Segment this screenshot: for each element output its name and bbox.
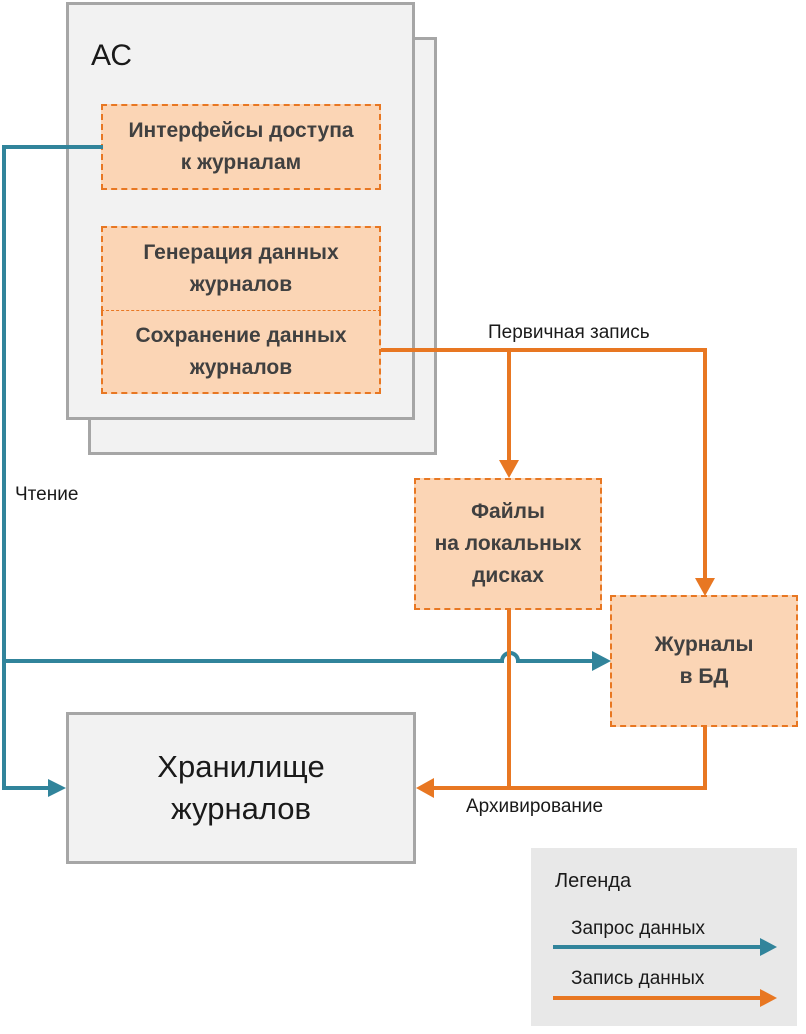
db-logs-node[interactable]: Журналы в БД <box>610 595 798 727</box>
legend-request-label: Запрос данных <box>571 918 706 939</box>
access-interfaces-node[interactable]: Интерфейсы доступа к журналам <box>101 104 381 190</box>
legend-write-label: Запись данных <box>571 968 705 989</box>
archive-arrow-storage <box>416 778 434 798</box>
primary-write-path <box>381 348 707 790</box>
read-arrow-storage <box>48 779 66 797</box>
write-arrow-files <box>499 460 519 478</box>
primary-write-label: Первичная запись <box>488 322 650 343</box>
read-arrow-db <box>592 651 611 671</box>
write-arrow-db <box>695 578 715 596</box>
local-files-node[interactable]: Файлы на локальных дисках <box>414 478 602 610</box>
log-saving-node[interactable]: Сохранение данных журналов <box>101 310 381 394</box>
legend-request-arrow-icon <box>760 938 777 956</box>
archiving-label: Архивирование <box>466 796 604 817</box>
read-label: Чтение <box>15 484 79 505</box>
log-storage-box[interactable]: Хранилище журналов <box>66 712 416 864</box>
legend-write-arrow-icon <box>760 989 777 1007</box>
legend-title: Легенда <box>555 870 632 892</box>
log-generation-node[interactable]: Генерация данных журналов <box>101 226 381 312</box>
system-title: АС <box>91 39 133 72</box>
